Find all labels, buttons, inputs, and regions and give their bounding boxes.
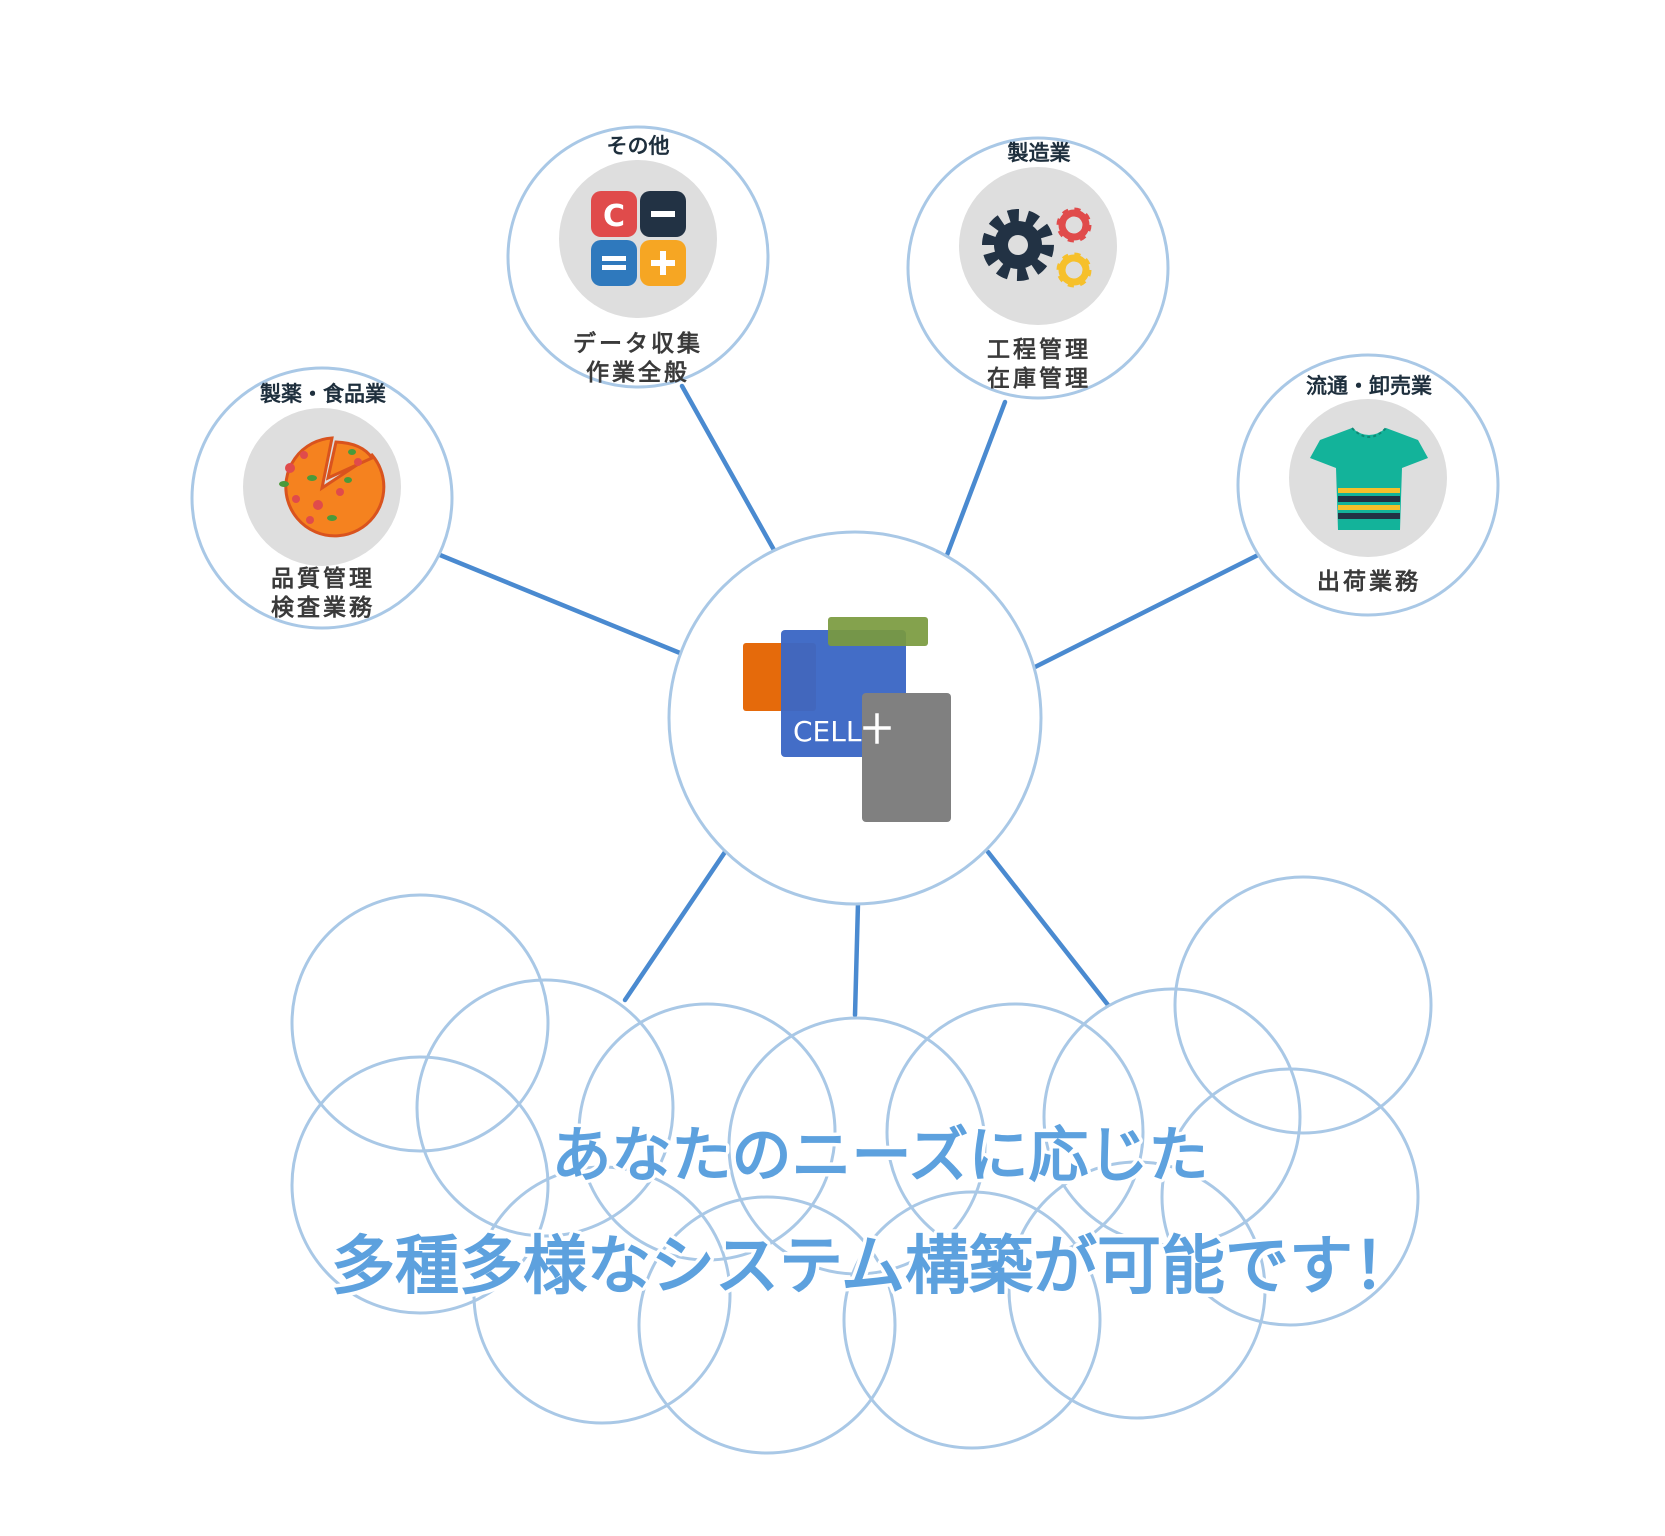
node-category: 製薬・食品業: [259, 382, 387, 406]
node-pharma: 製薬・食品業 品質管理 検査業務: [190, 366, 454, 630]
node-task-line-1: 出荷業務: [1317, 568, 1421, 595]
node-distribution: 流通・卸売業 出荷業務: [1236, 353, 1500, 617]
connector-lines: [437, 383, 1265, 1018]
calculator-icon: C: [591, 191, 686, 286]
message: あなたのニーズに応じた 多種多様なシステム構築が可能です！: [327, 1118, 1420, 1308]
cloud-circle: [577, 1002, 837, 1262]
center-node: CELL: [667, 530, 1043, 906]
connector-distribution: [1032, 550, 1265, 670]
connector-other: [679, 383, 777, 553]
tshirt-icon: [1310, 427, 1428, 530]
cloud-circle: [1173, 875, 1433, 1135]
cloud-circle: [290, 893, 550, 1153]
node-task-line-1: 品質管理: [271, 565, 375, 592]
cloud-circle: [1160, 1067, 1420, 1327]
pizza-icon: [279, 436, 386, 538]
node-other: その他 C データ収集 作業全般: [506, 125, 770, 389]
cloud-circle: [1042, 987, 1302, 1247]
cloud-circle: [842, 1190, 1102, 1450]
cloud-circle: [1007, 1160, 1267, 1420]
cloud-circle: [637, 1195, 897, 1455]
node-category: 流通・卸売業: [1306, 374, 1433, 398]
node-manufacturing: 製造業 工程管理 在庫管理: [906, 136, 1170, 400]
circle-cloud: [290, 875, 1433, 1455]
message-line-1: あなたのニーズに応じた: [552, 1121, 1209, 1191]
cloud-circle: [472, 1165, 732, 1425]
logo-text: CELL: [793, 715, 862, 748]
logo-plus: [863, 713, 891, 744]
node-task-line-1: 工程管理: [987, 336, 1091, 363]
icon-background: [559, 160, 717, 318]
node-task-line-2: 在庫管理: [987, 365, 1091, 392]
connector-bottom-center: [852, 900, 861, 1018]
logo-green-block: [828, 617, 928, 646]
cloud-circle: [290, 1055, 550, 1315]
message-line-2: 多種多様なシステム構築が可能です！: [331, 1230, 1417, 1304]
node-task-line-2: 作業全般: [586, 359, 690, 386]
gears-icon: [982, 207, 1092, 288]
calc-key-c: C: [603, 199, 625, 234]
node-task-line-1: データ収集: [573, 330, 703, 357]
node-category: その他: [607, 134, 670, 158]
connector-pharma: [437, 552, 683, 656]
node-category: 製造業: [1007, 141, 1072, 165]
cloud-circle: [885, 1002, 1145, 1262]
connector-bottom-left: [622, 849, 728, 1003]
connector-manufacturing: [944, 399, 1008, 558]
cellplus-logo: CELL: [743, 617, 951, 822]
node-task-line-2: 検査業務: [271, 594, 375, 621]
connector-bottom-right: [985, 849, 1111, 1008]
cloud-circle: [727, 1016, 987, 1276]
logo-gray-block: [862, 693, 951, 822]
cloud-circle: [415, 978, 675, 1238]
